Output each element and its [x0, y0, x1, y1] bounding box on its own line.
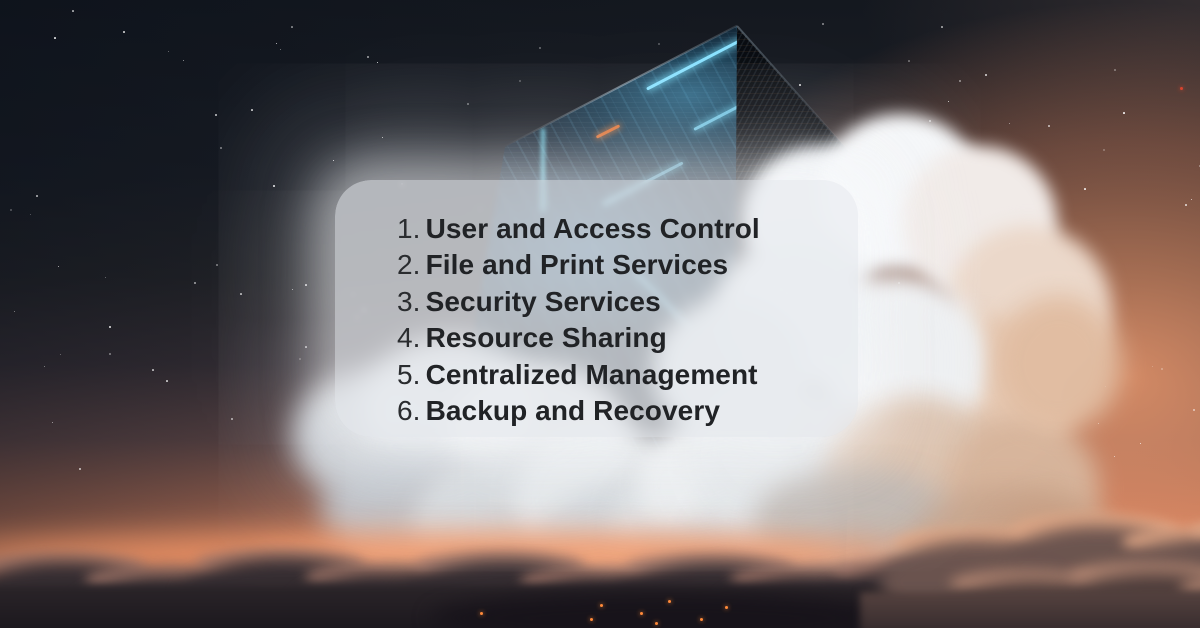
- star: [1114, 69, 1116, 71]
- star: [194, 282, 197, 285]
- star: [948, 101, 950, 103]
- star: [959, 80, 962, 83]
- list-item: 4. Resource Sharing: [397, 320, 858, 356]
- star: [10, 209, 12, 211]
- star: [377, 62, 379, 64]
- star: [72, 10, 74, 12]
- star: [220, 147, 223, 150]
- star: [105, 277, 107, 279]
- star: [305, 284, 307, 286]
- list-item-number: 6.: [397, 395, 421, 427]
- star: [1009, 123, 1010, 124]
- base-light: [725, 606, 728, 609]
- star: [1048, 125, 1050, 127]
- star: [79, 468, 82, 471]
- star: [1098, 423, 1100, 425]
- feature-list-card: 1. User and Access Control 2. File and P…: [335, 180, 858, 437]
- star: [1161, 368, 1164, 371]
- list-item: 6. Backup and Recovery: [397, 393, 858, 429]
- list-item-label: Security Services: [425, 285, 661, 317]
- star: [273, 185, 276, 188]
- list-item-label: Backup and Recovery: [425, 395, 721, 427]
- cloud-puff: [996, 296, 1121, 431]
- star: [1114, 456, 1116, 458]
- star: [231, 418, 234, 421]
- star: [908, 60, 910, 62]
- list-item-label: Centralized Management: [425, 358, 758, 390]
- list-item-number: 4.: [397, 322, 421, 354]
- star: [44, 366, 45, 367]
- star: [1123, 112, 1125, 114]
- star: [367, 56, 369, 58]
- star: [152, 369, 154, 371]
- star: [1103, 149, 1106, 152]
- base-light: [640, 612, 643, 615]
- cloud-puff: [430, 592, 900, 628]
- star: [519, 80, 521, 82]
- star: [467, 103, 470, 106]
- circuit-edge-glow: [541, 128, 545, 212]
- star: [658, 43, 660, 45]
- list-item-label: File and Print Services: [425, 249, 729, 281]
- star: [251, 109, 253, 111]
- star: [382, 137, 384, 139]
- star: [822, 23, 824, 25]
- list-item-number: 2.: [397, 249, 421, 281]
- list-item-number: 3.: [397, 285, 421, 317]
- star: [1152, 366, 1154, 368]
- star: [123, 31, 125, 33]
- star: [30, 214, 32, 216]
- list-item-number: 5.: [397, 358, 421, 390]
- star: [276, 43, 278, 45]
- base-light: [668, 600, 671, 603]
- star: [333, 160, 334, 161]
- star: [58, 266, 59, 267]
- star: [216, 264, 218, 266]
- list-item: 5. Centralized Management: [397, 357, 858, 393]
- star: [14, 311, 16, 313]
- base-light: [480, 612, 483, 615]
- cloud-bank-fill: [860, 592, 1200, 628]
- list-item-label: Resource Sharing: [425, 322, 667, 354]
- star: [1084, 188, 1086, 190]
- star: [54, 37, 56, 39]
- star: [292, 289, 293, 290]
- feature-list: 1. User and Access Control 2. File and P…: [335, 180, 858, 429]
- star: [183, 60, 185, 62]
- star: [52, 422, 53, 423]
- base-light: [700, 618, 703, 621]
- red-star: [1180, 87, 1183, 90]
- star: [109, 326, 112, 329]
- list-item-label: User and Access Control: [425, 213, 760, 244]
- base-light: [600, 604, 603, 607]
- star: [280, 49, 281, 50]
- star: [168, 51, 169, 52]
- star: [60, 354, 61, 355]
- star: [166, 380, 168, 382]
- star: [799, 84, 801, 86]
- star: [291, 26, 293, 28]
- list-item: 3. Security Services: [397, 284, 858, 320]
- list-item-number: 1.: [397, 213, 421, 244]
- star: [305, 346, 307, 348]
- star: [1140, 443, 1141, 444]
- base-light: [590, 618, 593, 621]
- list-item: 2. File and Print Services: [397, 247, 858, 283]
- star: [215, 114, 218, 117]
- star: [240, 293, 242, 295]
- star: [36, 195, 38, 197]
- star: [1185, 204, 1187, 206]
- star: [539, 47, 542, 50]
- star: [109, 353, 111, 355]
- star: [941, 26, 943, 28]
- star: [1193, 409, 1196, 412]
- star: [985, 74, 988, 77]
- star: [1191, 199, 1193, 201]
- list-item: 1. User and Access Control: [397, 211, 858, 247]
- base-light: [655, 622, 658, 625]
- cloud-puff: [1192, 516, 1200, 548]
- star: [299, 358, 301, 360]
